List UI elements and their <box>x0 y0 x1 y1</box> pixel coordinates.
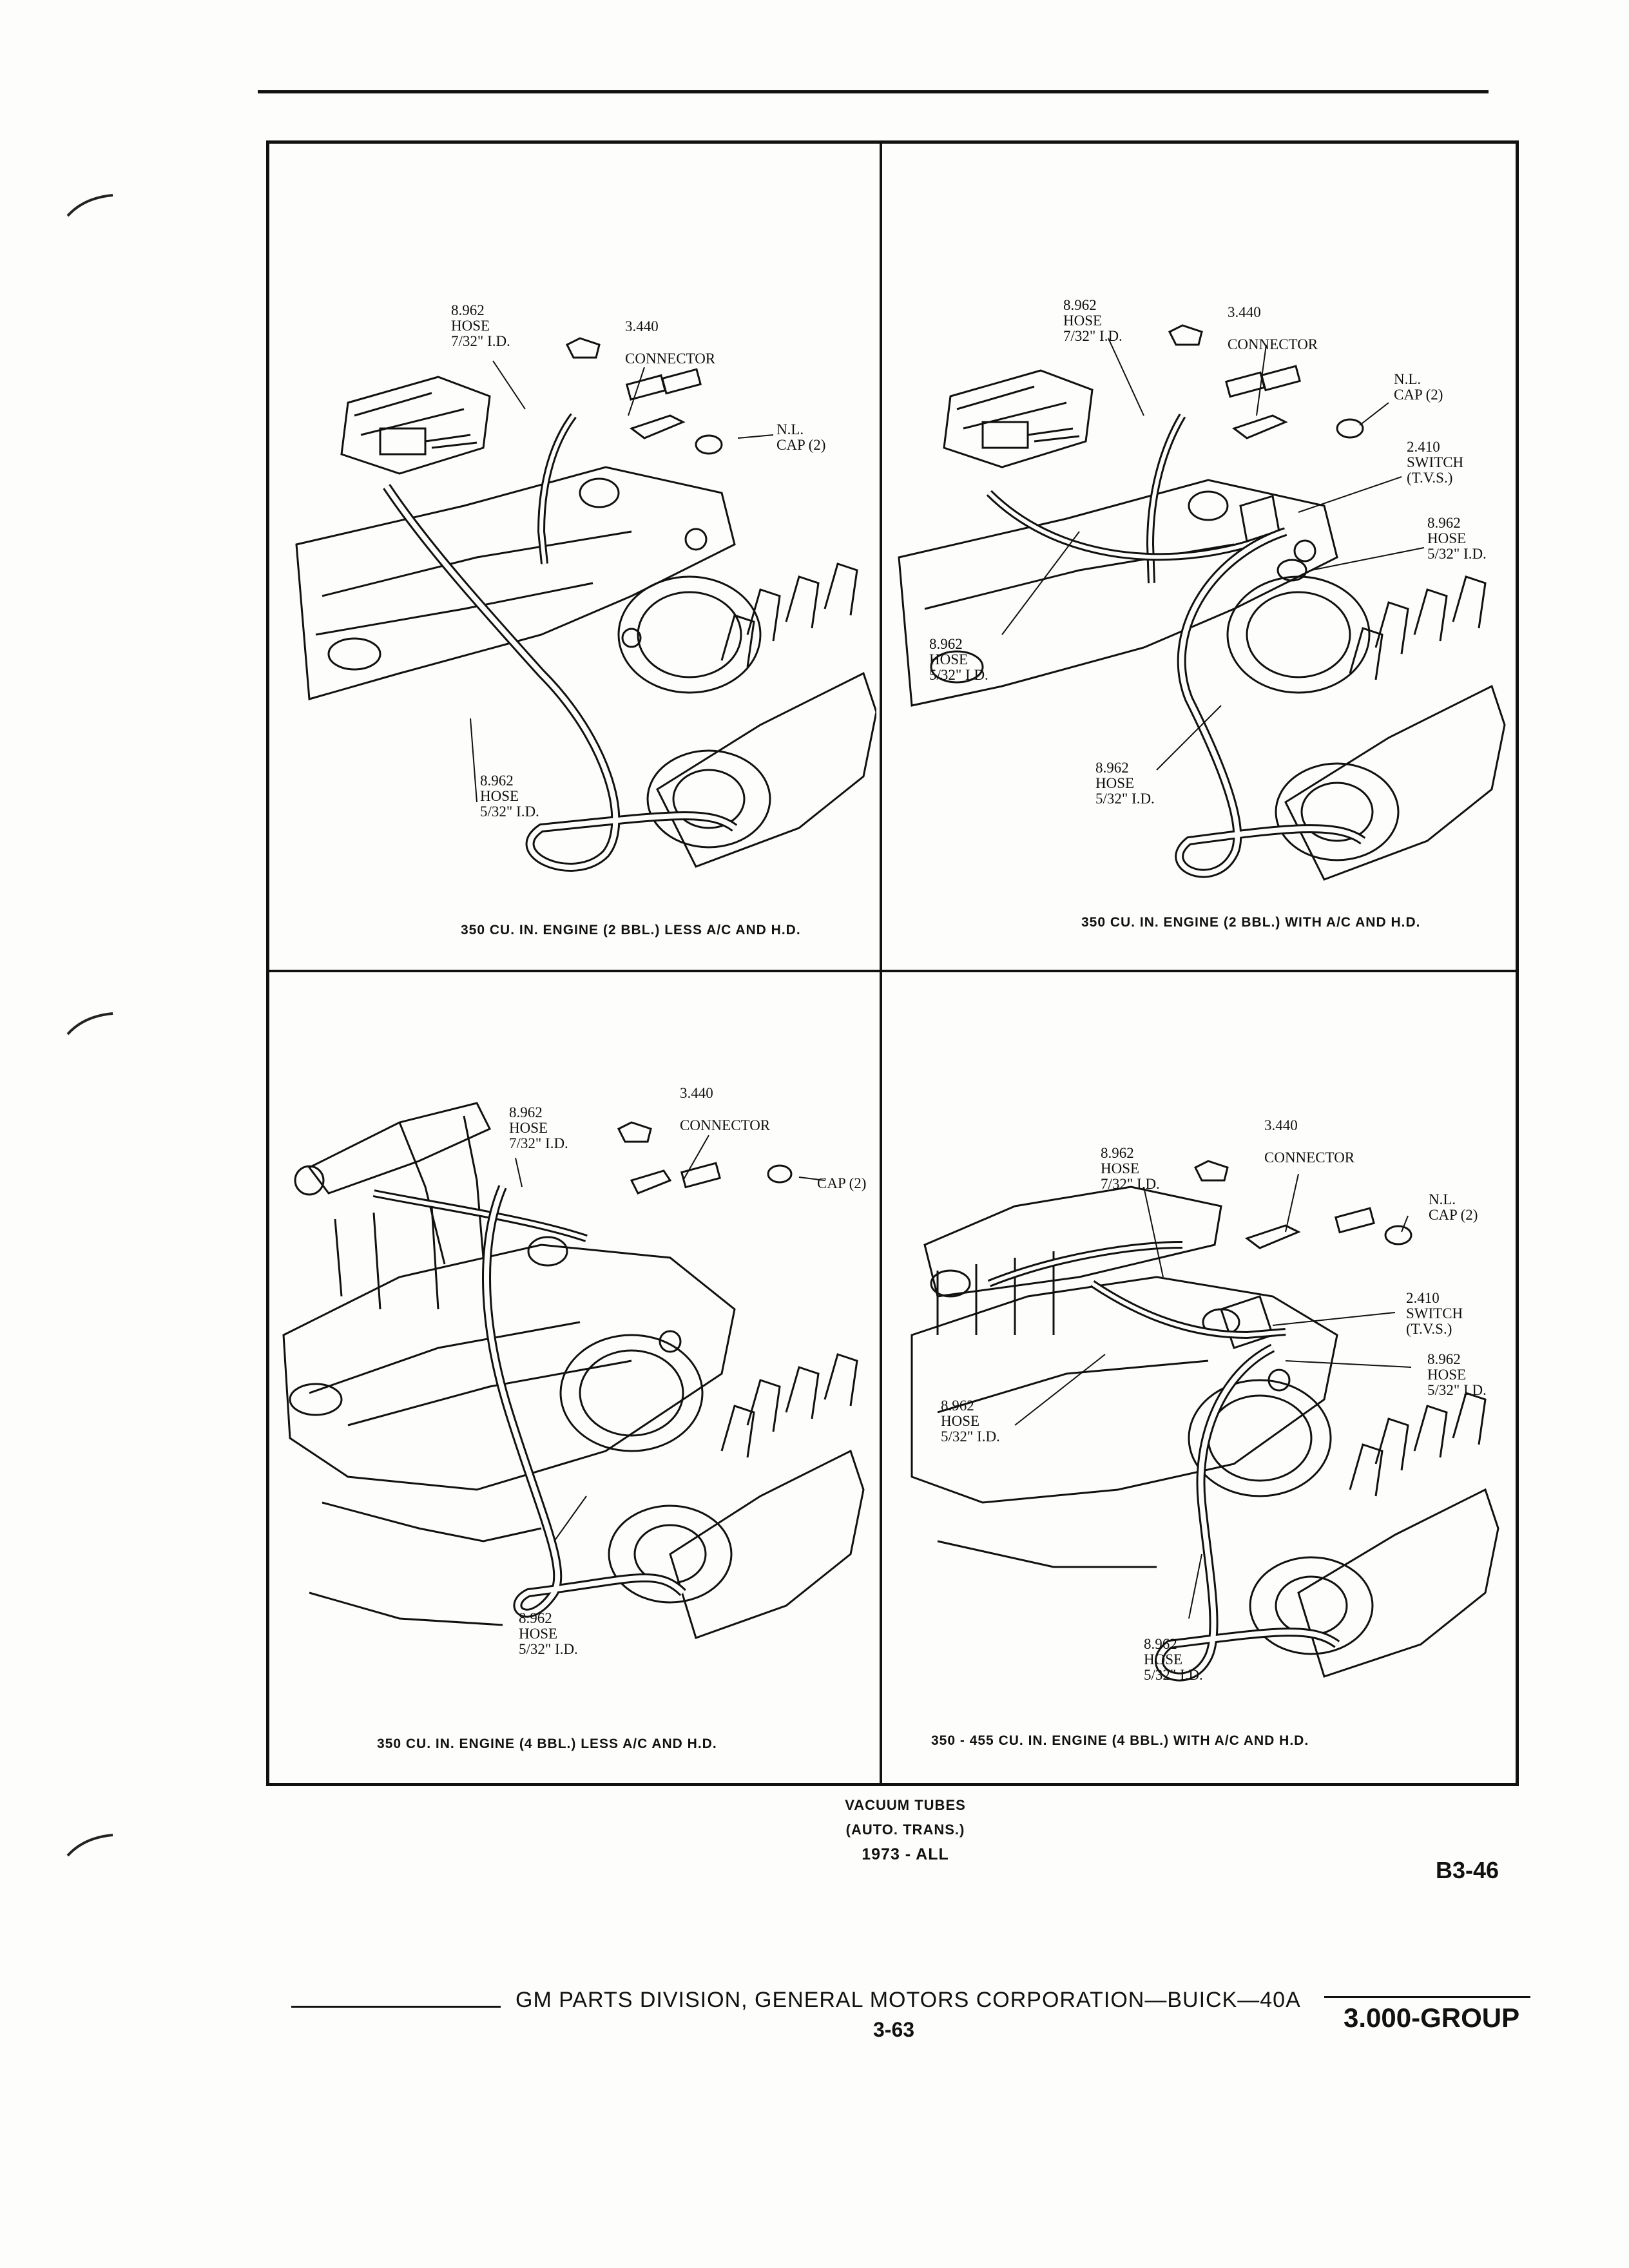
panel-2-label-connector: CONNECTOR <box>1228 336 1318 352</box>
panel-4-label-hose-5-32-right: 8.962 HOSE 5/32" I.D. <box>1427 1351 1487 1398</box>
panel-1-label-hose-7-32: 8.962 HOSE 7/32" I.D. <box>451 302 510 349</box>
panel-1-label-part-3-440: 3.440 <box>625 318 659 334</box>
panel-1-engine-drawing <box>295 337 876 872</box>
panel-2-label-tvs-switch: 2.410 SWITCH (T.V.S.) <box>1407 439 1464 486</box>
figure-title-line-2: (AUTO. TRANS.) <box>845 1821 965 1838</box>
top-rule <box>258 90 1489 93</box>
panel-2-label-hose-5-32-left: 8.962 HOSE 5/32" I.D. <box>929 636 988 683</box>
figure-number: B3-46 <box>1436 1857 1499 1883</box>
panel-4-label-connector: CONNECTOR <box>1264 1149 1355 1166</box>
panel-4-label-tvs-switch: 2.410 SWITCH (T.V.S.) <box>1406 1290 1463 1337</box>
panel-1-label-cap: N.L. CAP (2) <box>776 421 826 453</box>
panel-2-label-hose-5-32-bottom: 8.962 HOSE 5/32" I.D. <box>1095 760 1155 807</box>
panel-4-caption: 350 - 455 CU. IN. ENGINE (4 BBL.) WITH A… <box>931 1733 1309 1748</box>
footer-group: 3.000-GROUP <box>1344 2003 1520 2033</box>
panel-4-label-hose-7-32: 8.962 HOSE 7/32" I.D. <box>1101 1145 1160 1192</box>
footer-rule-left <box>291 2006 501 2008</box>
panel-4-engine-drawing <box>911 1160 1499 1682</box>
panel-3-label-cap: CAP (2) <box>817 1175 867 1191</box>
footer-page-number: 3-63 <box>873 2018 915 2041</box>
panel-2-label-hose-5-32-right: 8.962 HOSE 5/32" I.D. <box>1427 515 1487 562</box>
panel-1-label-connector: CONNECTOR <box>625 351 716 367</box>
panel-4-label-cap: N.L. CAP (2) <box>1429 1191 1478 1223</box>
panel-2-engine-drawing <box>898 324 1506 881</box>
binder-mark-icon <box>66 1012 113 1035</box>
footer-company: GM PARTS DIVISION, GENERAL MOTORS CORPOR… <box>516 1988 1301 2012</box>
panel-divider-vertical <box>880 140 882 1786</box>
figure-title-line-3: 1973 - ALL <box>862 1845 949 1863</box>
binder-mark-icon <box>66 194 113 217</box>
panel-3-label-connector: CONNECTOR <box>680 1117 771 1133</box>
footer-rule-right <box>1324 1996 1530 1998</box>
binder-mark-icon <box>66 1834 113 1857</box>
panel-2-label-hose-7-32: 8.962 HOSE 7/32" I.D. <box>1063 297 1123 344</box>
figure-frame <box>266 140 1519 1786</box>
panel-3-label-part-3-440: 3.440 <box>680 1085 713 1101</box>
panel-4-label-hose-5-32-left: 8.962 HOSE 5/32" I.D. <box>941 1398 1000 1445</box>
panel-3-engine-drawing <box>282 1102 865 1639</box>
panel-4-label-part-3-440: 3.440 <box>1264 1117 1298 1133</box>
panel-2-label-cap: N.L. CAP (2) <box>1394 371 1443 403</box>
panel-3-label-hose-7-32: 8.962 HOSE 7/32" I.D. <box>509 1104 568 1151</box>
panel-3-label-hose-5-32: 8.962 HOSE 5/32" I.D. <box>519 1610 578 1657</box>
panel-4-label-hose-5-32-bottom: 8.962 HOSE 5/32" I.D. <box>1144 1636 1203 1683</box>
panel-3-caption: 350 CU. IN. ENGINE (4 BBL.) LESS A/C AND… <box>377 1736 717 1751</box>
panel-divider-horizontal <box>266 970 1519 972</box>
panel-2-caption: 350 CU. IN. ENGINE (2 BBL.) WITH A/C AND… <box>1081 915 1421 930</box>
figure-title: VACUUM TUBES (AUTO. TRANS.) 1973 - ALL <box>760 1793 1050 1867</box>
panel-2-label-part-3-440: 3.440 <box>1228 304 1261 320</box>
panel-1-label-hose-5-32: 8.962 HOSE 5/32" I.D. <box>480 773 539 820</box>
panel-1-caption: 350 CU. IN. ENGINE (2 BBL.) LESS A/C AND… <box>461 923 801 937</box>
figure-title-line-1: VACUUM TUBES <box>845 1797 966 1813</box>
